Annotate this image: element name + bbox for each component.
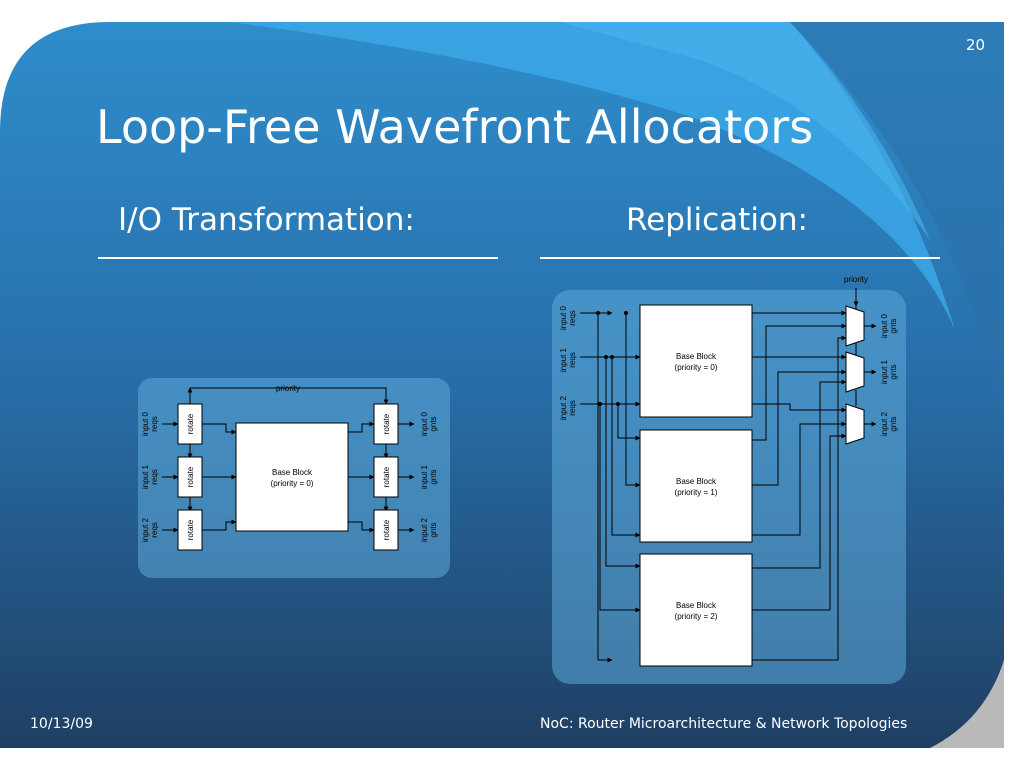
replication-heading: Replication: <box>626 202 808 238</box>
io-rotate-box-in-1 <box>177 456 203 498</box>
rep-output-2-line2: gnts <box>889 416 898 431</box>
rep-block-1-priority: (priority = 1) <box>675 488 718 497</box>
io-input-0-line2: reqs <box>150 416 159 432</box>
io-rotate-box-out-1 <box>373 456 399 498</box>
footer-title: NoC: Router Microarchitecture & Network … <box>540 716 908 732</box>
rep-output-1-line1: input 1 <box>880 359 889 384</box>
io-rotate-label-out-0: rotate <box>382 413 391 434</box>
rep-input-2-line1: input 2 <box>559 395 568 420</box>
io-input-1-line1: input 1 <box>141 464 150 489</box>
io-output-2-line2: gnts <box>429 522 438 537</box>
io-input-2-line1: input 2 <box>141 517 150 542</box>
rep-mux-0 <box>845 305 865 347</box>
io-rotate-label-in-0: rotate <box>186 413 195 434</box>
io-rotate-label-in-2: rotate <box>186 519 195 540</box>
page-number: 20 <box>966 36 986 54</box>
rep-mux-2 <box>845 403 865 445</box>
rep-block-0-label: Base Block <box>676 352 717 361</box>
io-output-1-line1: input 1 <box>420 464 429 489</box>
rep-input-1-line2: reqs <box>568 352 577 368</box>
right-heading-underline <box>540 257 940 259</box>
io-input-0-line1: input 0 <box>141 411 150 436</box>
rep-output-0-line2: gnts <box>889 318 898 333</box>
rep-base-block-1 <box>639 429 753 543</box>
io-priority-label: priority <box>276 384 300 393</box>
rep-block-2-priority: (priority = 2) <box>675 612 718 621</box>
io-base-block-priority: (priority = 0) <box>271 479 314 488</box>
io-input-1-line2: reqs <box>150 469 159 485</box>
rep-block-2-label: Base Block <box>676 601 717 610</box>
left-heading-underline <box>98 257 498 259</box>
rep-base-block-0 <box>639 304 753 418</box>
io-rotate-box-in-0 <box>177 403 203 445</box>
io-base-block-label: Base Block <box>272 468 313 477</box>
rep-junction-dots <box>596 311 628 406</box>
io-output-2-line1: input 2 <box>420 517 429 542</box>
rep-output-1-line2: gnts <box>889 364 898 379</box>
rep-input-0-line2: reqs <box>568 310 577 326</box>
io-base-block <box>235 422 349 532</box>
rep-mux-1 <box>845 351 865 393</box>
io-output-0-line1: input 0 <box>420 411 429 436</box>
rep-input-0-line1: input 0 <box>559 305 568 330</box>
rep-output-0-line1: input 0 <box>880 313 889 338</box>
slide-title: Loop-Free Wavefront Allocators <box>96 100 814 154</box>
rep-block-0-priority: (priority = 0) <box>675 363 718 372</box>
rep-base-block-2 <box>639 553 753 667</box>
io-input-2-line2: reqs <box>150 522 159 538</box>
rep-input-2-line2: reqs <box>568 400 577 416</box>
rep-wires <box>580 288 877 663</box>
footer-date: 10/13/09 <box>30 716 93 732</box>
rep-priority-label: priority <box>844 275 868 284</box>
io-rotate-box-out-0 <box>373 403 399 445</box>
rep-block-1-label: Base Block <box>676 477 717 486</box>
io-output-1-line2: gnts <box>429 469 438 484</box>
rep-input-1-line1: input 1 <box>559 347 568 372</box>
io-rotate-box-in-2 <box>177 509 203 551</box>
io-output-0-line2: gnts <box>429 416 438 431</box>
io-rotate-label-out-2: rotate <box>382 519 391 540</box>
io-rotate-box-out-2 <box>373 509 399 551</box>
io-rotate-label-out-1: rotate <box>382 466 391 487</box>
rep-output-2-line1: input 2 <box>880 411 889 436</box>
io-transformation-heading: I/O Transformation: <box>118 202 415 238</box>
io-rotate-label-in-1: rotate <box>186 466 195 487</box>
io-wires <box>162 387 415 533</box>
